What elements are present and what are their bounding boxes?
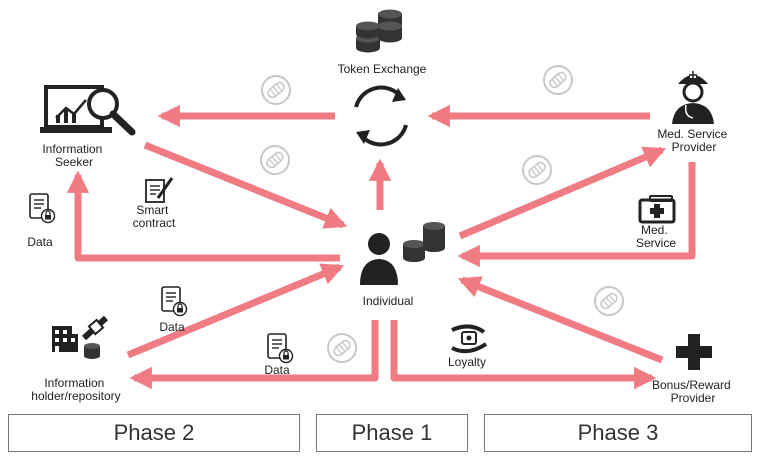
building-icon — [52, 326, 78, 352]
arrow-provider-service-to-individual — [457, 162, 696, 268]
individual-label: Individual — [363, 294, 414, 308]
arrows — [66, 104, 696, 390]
bonus-reward-provider-label: Bonus/Reward Provider — [652, 378, 734, 405]
handshake-icon — [81, 315, 109, 341]
contract-pen-icon — [145, 177, 174, 203]
sync-icon — [354, 85, 408, 147]
arrow-individual-to-provider — [458, 146, 667, 240]
loyalty-label: Loyalty — [448, 355, 486, 369]
doctor-icon — [672, 71, 714, 124]
document-lock-icon — [161, 286, 188, 317]
arrow-holder-to-individual — [126, 263, 345, 359]
data-lower-left-label: Data — [159, 320, 185, 334]
arrow-seeker-to-individual — [143, 141, 348, 229]
med-service-label: Med. Service — [636, 223, 676, 250]
coin-stack-icon — [356, 9, 402, 53]
coin-stack-icon — [84, 343, 100, 359]
phase-1-box: Phase 1 — [316, 414, 468, 452]
document-lock-icon — [267, 333, 294, 364]
user-coins-icon — [360, 222, 445, 285]
token-icon — [261, 75, 291, 105]
phase-3-box: Phase 3 — [484, 414, 752, 452]
token-icon — [543, 65, 573, 95]
med-service-provider-label: Med. Service Provider — [657, 127, 730, 154]
analytics-magnifier-icon — [40, 85, 136, 136]
arrow-individual-to-holder — [129, 320, 379, 390]
arrow-individual-to-bonus — [390, 320, 657, 390]
data-left-label: Data — [27, 235, 53, 249]
data-bottom-label: Data — [264, 363, 290, 377]
information-seeker-label: Information Seeker — [42, 142, 105, 169]
phase-2-box: Phase 2 — [8, 414, 300, 452]
token-exchange-label: Token Exchange — [338, 62, 427, 76]
information-holder-label: Information holder/repository — [31, 376, 120, 403]
medical-cross-icon — [676, 334, 712, 370]
medical-kit-icon — [638, 195, 676, 224]
token-icon — [327, 333, 357, 363]
arrow-individual-to-seeker-data — [66, 170, 340, 262]
document-lock-icon — [29, 193, 56, 224]
token-icon — [260, 145, 290, 175]
token-icon — [594, 286, 624, 316]
arrow-bonus-to-individual — [457, 276, 664, 364]
loyalty-icon — [451, 324, 488, 354]
smart-contract-label: Smart contract — [133, 203, 176, 230]
token-icon — [522, 155, 552, 185]
